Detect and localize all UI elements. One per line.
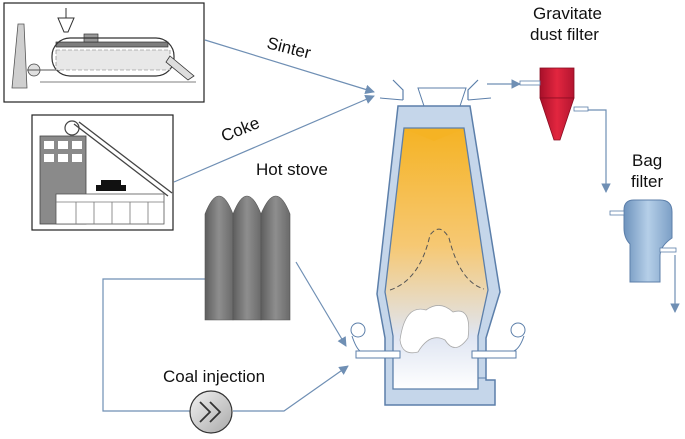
sinter-label: Sinter	[265, 33, 313, 62]
blast-furnace-shape	[350, 79, 526, 406]
gravitate-filter-label-line1: Gravitate	[533, 4, 602, 23]
stove-to-coal-line	[102, 278, 205, 412]
gravitate-filter-label-line2: dust filter	[530, 25, 599, 44]
hot-stove-label: Hot stove	[256, 160, 328, 179]
coke-oven-image	[31, 114, 174, 231]
sinter-plant-image	[3, 2, 205, 103]
stove-to-tuyere-arrow	[295, 261, 347, 347]
sinter-flow-arrow	[204, 39, 375, 95]
coke-flow-arrow	[173, 95, 375, 183]
bag-filter-label-line2: filter	[631, 172, 663, 191]
coal-injection-label: Coal injection	[163, 367, 265, 386]
bag-filter-label-line1: Bag	[632, 151, 662, 170]
gravitate-to-bag-arrow	[587, 109, 611, 193]
coke-label: Coke	[218, 113, 262, 145]
coal-injection-pump-icon	[189, 390, 233, 434]
bag-filter-icon	[609, 199, 677, 283]
coal-to-tuyere-arrow	[233, 365, 349, 412]
hot-stove-shape	[204, 195, 291, 321]
gravitate-dust-filter-icon	[519, 67, 589, 141]
